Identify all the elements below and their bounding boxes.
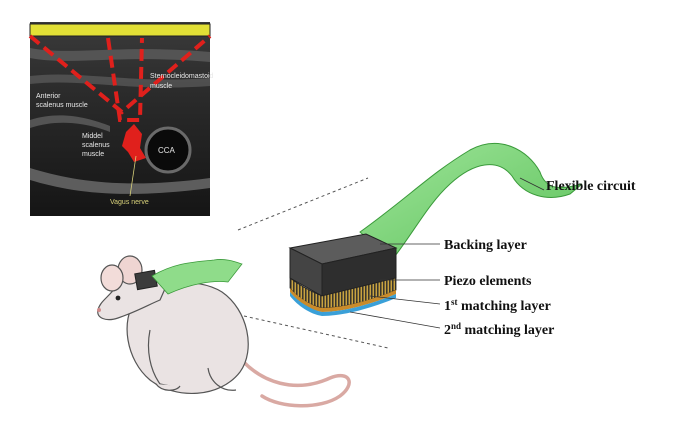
middle-scalenus-label-line3: muscle [82, 151, 104, 158]
scm-label-line1: Sternocleidomastoid [150, 73, 214, 80]
anterior-scalenus-label-line1: Anterior [36, 93, 61, 100]
mini-flexible-circuit [151, 259, 243, 295]
ultrasound-image: Sternocleidomastoid muscle Anterior scal… [28, 22, 214, 216]
mouse-tail [230, 346, 351, 408]
transducer-bar [29, 23, 211, 37]
mouse-illustration [97, 255, 351, 408]
anterior-scalenus-label-line2: scalenus muscle [36, 102, 88, 109]
label-backing-layer: Backing layer [444, 238, 527, 253]
vagus-pointer-line [129, 155, 137, 197]
label-piezo-elements: Piezo elements [444, 274, 532, 289]
label-matching-layer-1: 1st matching layer [444, 297, 551, 314]
scm-label-line2: muscle [150, 83, 172, 90]
transducer-detail [288, 143, 583, 316]
mouse-nose [97, 308, 101, 312]
mouse-eye [115, 295, 121, 301]
middle-scalenus-label-line2: scalenus [82, 142, 110, 149]
callout-matching-layer-2 [349, 311, 441, 329]
middle-scalenus-label-line1: Middel [82, 133, 103, 140]
label-matching-layer-2: 2nd matching layer [444, 321, 554, 338]
matching-layer-2-number: 2 [444, 323, 451, 338]
mouse-front-leg [147, 329, 171, 387]
matching-layer-1-number: 1 [444, 299, 451, 314]
callout-flexible-circuit [519, 177, 545, 191]
matching-layer-2 [290, 292, 396, 316]
cca-label: CCA [158, 146, 176, 155]
mouse-ear-front [100, 264, 124, 292]
beam-outline [28, 34, 212, 115]
tissue-band [30, 168, 210, 194]
cca-vessel [144, 126, 192, 174]
tissue-band [30, 74, 210, 88]
beam-focus-outline [106, 37, 144, 122]
matching-layer-2-superscript: nd [451, 321, 461, 331]
zoom-guide-line-top [237, 177, 369, 231]
tissue-band [30, 115, 110, 132]
matching-layer-2-text: matching layer [461, 323, 554, 338]
label-flexible-circuit: Flexible circuit [546, 179, 636, 194]
vagus-nerve-highlight [122, 124, 146, 162]
mouse-hind-leg [207, 367, 237, 391]
tissue-band [30, 48, 210, 62]
zoom-guide-line-bottom [243, 315, 389, 349]
mouse-front-paw [155, 383, 181, 391]
vagus-nerve-label: Vagus nerve [110, 199, 149, 206]
flexible-circuit-strip [359, 143, 583, 261]
matching-layer-1-superscript: st [451, 297, 458, 307]
callout-matching-layer-1 [369, 295, 441, 305]
mini-transducer [134, 269, 158, 291]
matching-layer-1 [290, 288, 396, 312]
matching-layer-1-text: matching layer [458, 299, 551, 314]
